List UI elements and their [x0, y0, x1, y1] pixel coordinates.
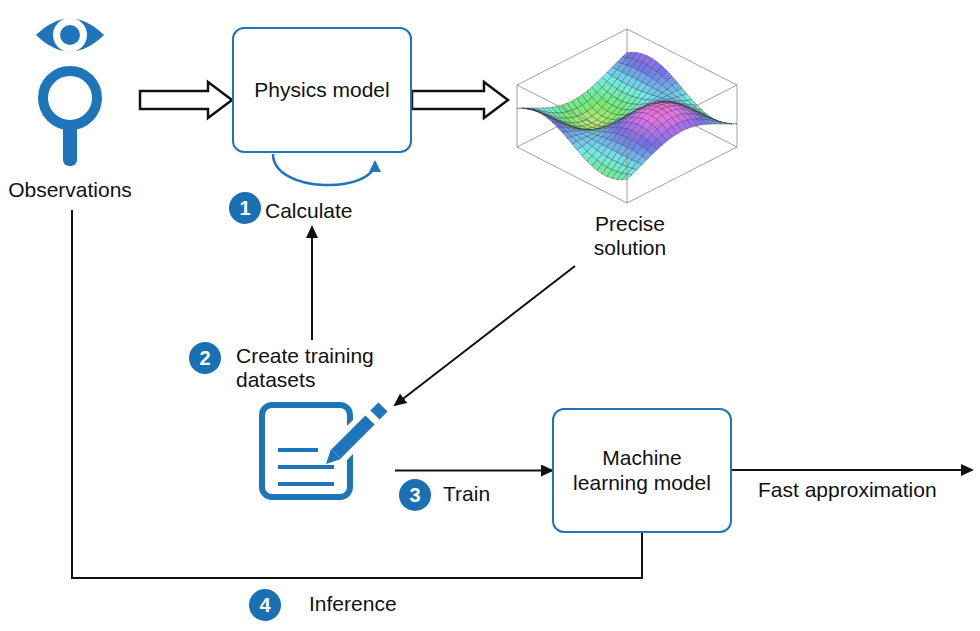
solution-node: Precise solution	[508, 20, 748, 266]
observer-icon	[36, 18, 104, 166]
node-text: Calculate	[265, 199, 405, 223]
box-outline: Physics model	[232, 27, 412, 153]
surface-plot	[517, 29, 737, 203]
callout-number: 4	[249, 589, 281, 621]
node-text: Machine learning model	[564, 446, 720, 494]
process-box: Machine learning model	[552, 408, 732, 533]
callout-number: 3	[399, 479, 431, 511]
callout-number: 1	[229, 192, 261, 224]
output-label: Fast approximation	[755, 478, 940, 502]
connector	[311, 227, 313, 340]
observation-node: Observations	[0, 10, 140, 210]
document-icon	[262, 405, 383, 497]
node-text: Physics model	[254, 78, 389, 102]
connector	[395, 266, 575, 405]
box-outline: Machine learning model	[552, 408, 732, 533]
node-text: Observations	[0, 178, 140, 202]
output-arrow	[732, 469, 972, 471]
block-arrow	[140, 82, 232, 118]
callout-number: 2	[189, 342, 221, 374]
dataset-node: Create training datasets	[230, 340, 395, 502]
calc-loop	[273, 154, 375, 185]
process-box: Physics modelCalculate	[232, 27, 412, 227]
edge-label: Train	[440, 482, 493, 506]
node-text: Precise solution	[580, 212, 680, 260]
node-text: Create training datasets	[236, 344, 394, 392]
connector	[395, 470, 552, 472]
block-arrow	[412, 82, 508, 118]
edge-label: Inference	[306, 592, 400, 616]
